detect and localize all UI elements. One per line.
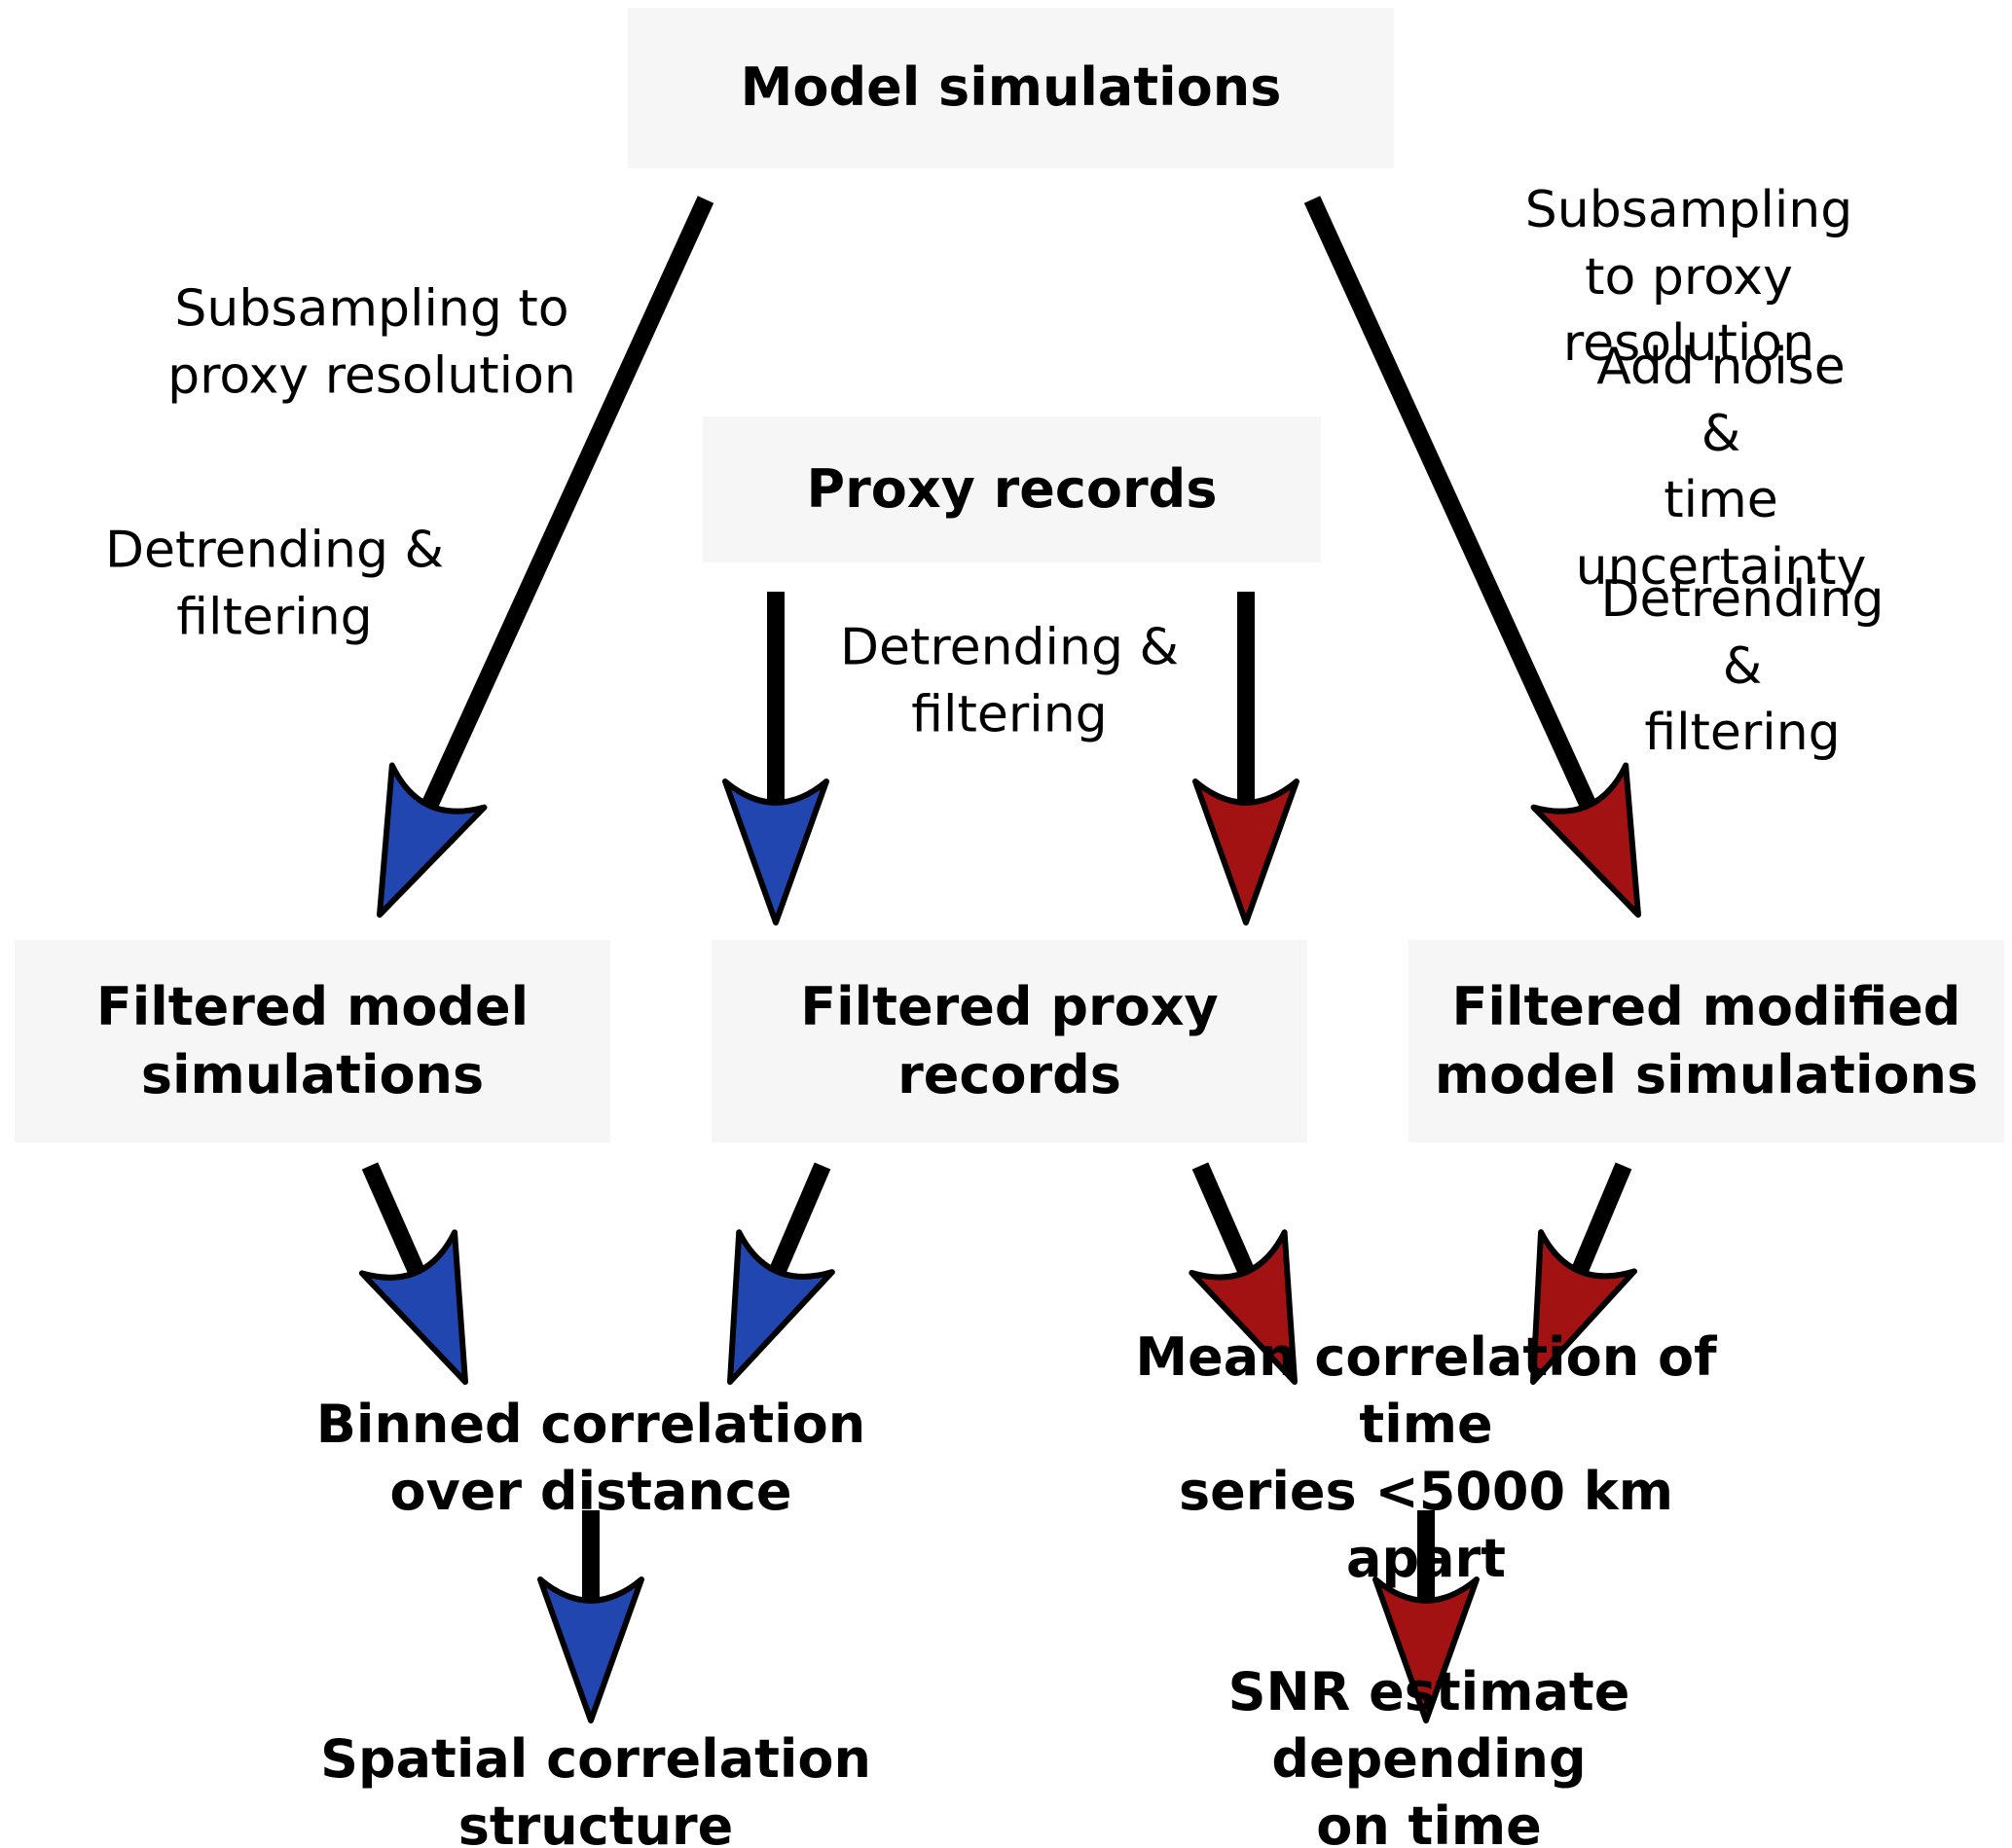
edge-label-add-noise: Add noise & time uncertainty bbox=[1575, 337, 1867, 597]
arrow-proxy-to-filtered-proxy-blue bbox=[722, 592, 829, 925]
arrow-head bbox=[377, 762, 488, 918]
node-proxy-records: Proxy records bbox=[703, 417, 1321, 562]
edge-label-subsampling-right: Subsampling to proxy resolution bbox=[1524, 181, 1853, 374]
node-label-proxy-records: Proxy records bbox=[806, 457, 1218, 520]
node-label-model-simulations: Model simulations bbox=[740, 56, 1282, 119]
arrow-head bbox=[727, 1229, 835, 1385]
arrow-head bbox=[1530, 762, 1641, 918]
arrow-shaft bbox=[1565, 1162, 1632, 1288]
arrow-shaft bbox=[763, 1162, 831, 1288]
arrow-head bbox=[358, 1229, 468, 1385]
edge-label-subsampling-left: Subsampling to proxy resolution bbox=[167, 279, 576, 405]
node-spatial-correlation-structure: Spatial correlation structure bbox=[320, 1727, 871, 1848]
arrow-head bbox=[1192, 779, 1299, 925]
edge-label-detrending-right: Detrending & filtering bbox=[1600, 570, 1884, 763]
edge-label-detrending-center: Detrending & filtering bbox=[839, 618, 1180, 743]
node-filtered-proxy-records: Filtered proxy records bbox=[712, 940, 1307, 1142]
node-label-filtered-model-simulations: Filtered model simulations bbox=[95, 975, 530, 1105]
arrow-shaft bbox=[1191, 1162, 1261, 1288]
node-mean-correlation: Mean correlation of time series <5000 km… bbox=[1135, 1325, 1717, 1590]
node-label-filtered-modified-model-simulations: Filtered modified model simulations bbox=[1434, 975, 1979, 1105]
arrow-head bbox=[722, 779, 829, 925]
arrow-binned-to-spatial bbox=[537, 1510, 644, 1723]
node-filtered-modified-model-simulations: Filtered modified model simulations bbox=[1408, 940, 2004, 1142]
arrow-proxy-to-filtered-proxy-red bbox=[1192, 592, 1299, 925]
node-binned-correlation: Binned correlation over distance bbox=[315, 1393, 866, 1522]
arrow-filtered-proxy-to-binned bbox=[727, 1162, 835, 1385]
edge-label-detrending-left: Detrending & filtering bbox=[104, 521, 445, 646]
arrow-filtered-model-to-binned bbox=[358, 1162, 468, 1385]
node-filtered-model-simulations: Filtered model simulations bbox=[15, 940, 610, 1142]
node-model-simulations: Model simulations bbox=[628, 8, 1394, 168]
arrow-shaft bbox=[361, 1162, 431, 1289]
node-snr-estimate: SNR estimate depending on time uncertain… bbox=[1227, 1660, 1630, 1848]
node-label-filtered-proxy-records: Filtered proxy records bbox=[800, 975, 1219, 1105]
arrow-head bbox=[537, 1576, 644, 1723]
